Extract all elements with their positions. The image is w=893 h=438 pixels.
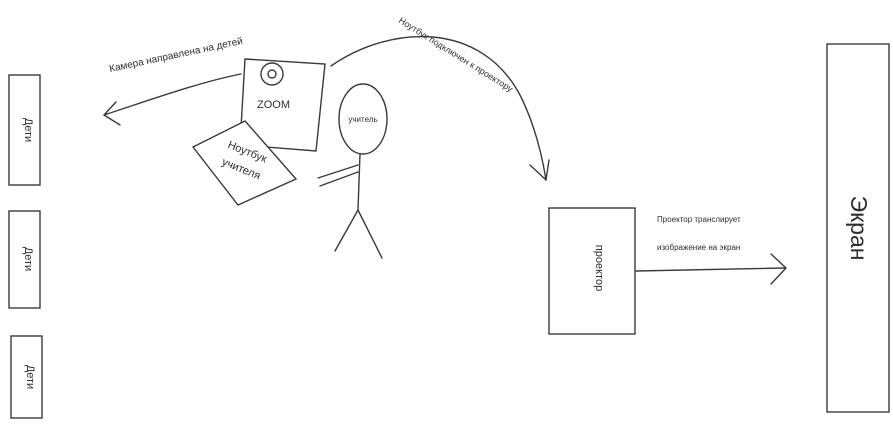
teacher-label: учитель <box>348 115 377 124</box>
laptop-arrow-label: Ноутбук подключен к проектору <box>397 15 515 94</box>
zoom-label: ZOOM <box>257 99 290 111</box>
children-label-1: Дети <box>22 118 34 142</box>
teacher-figure: учитель <box>317 83 388 259</box>
projector-label: проектор <box>593 245 605 291</box>
screen-box: Экран <box>826 43 890 413</box>
camera-arrow <box>103 73 242 126</box>
projector-to-screen-arrow <box>635 253 787 285</box>
children-label-2: Дети <box>22 247 34 271</box>
children-box-2: Дети <box>8 210 41 309</box>
laptop-to-projector-arrow <box>330 35 550 181</box>
children-box-3: Дети <box>10 335 43 419</box>
teacher-laptop: Ноутбук учителя <box>191 120 298 206</box>
children-box-1: Дети <box>8 74 41 186</box>
children-label-3: Дети <box>24 365 36 389</box>
camera-arrow-label: Камера направлена на детей <box>108 36 244 75</box>
projector-box: проектор <box>548 207 636 335</box>
projection-label-line1: Проектор транслирует <box>657 215 741 224</box>
zoom-camera: ZOOM <box>239 58 326 152</box>
screen-label: Экран <box>846 196 872 261</box>
projection-label-line2: изображение на экран <box>657 243 740 252</box>
